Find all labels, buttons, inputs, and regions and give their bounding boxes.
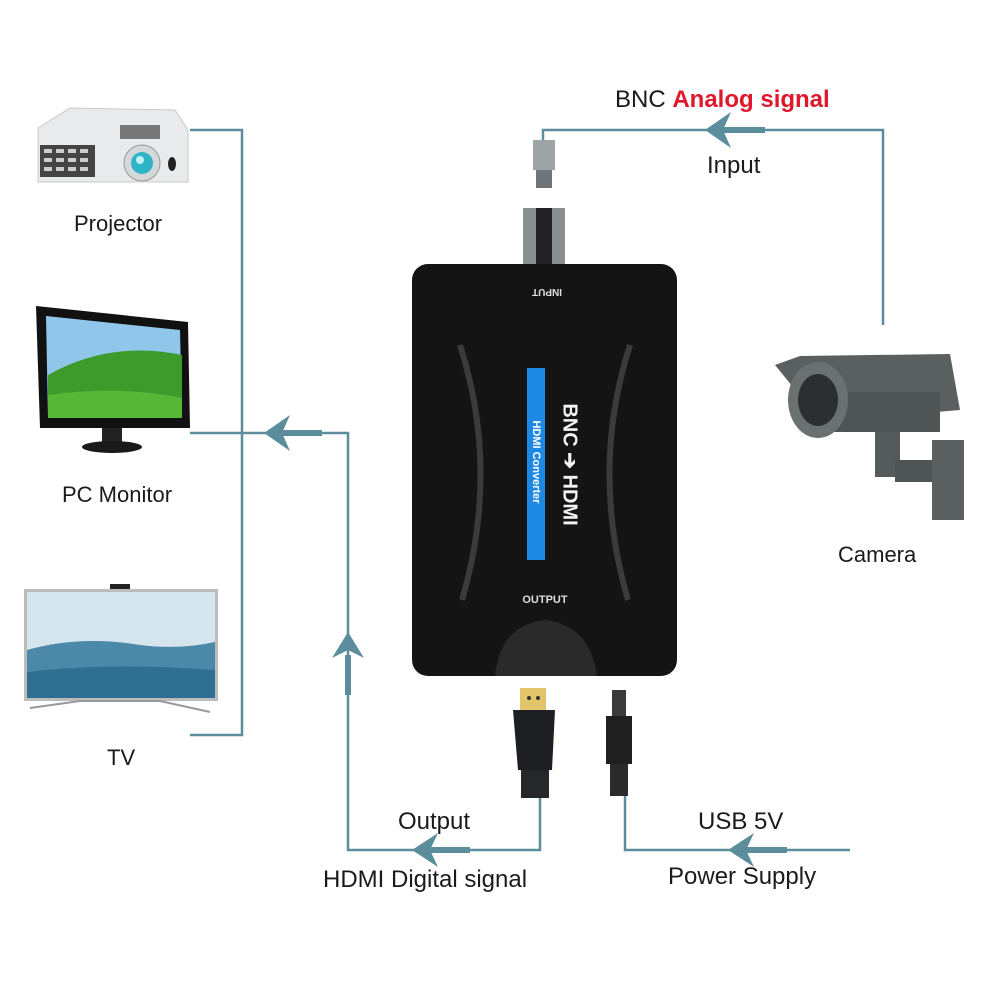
tv-icon — [24, 584, 218, 713]
converter-subtitle: HDMI Converter — [530, 420, 542, 504]
converter-output-port-label: OUTPUT — [522, 594, 568, 606]
arrow-left-icon-power — [728, 833, 787, 867]
camera-label: Camera — [838, 542, 917, 567]
arrow-left-icon-monitor — [264, 415, 322, 451]
converter-input-port-label: INPUT — [532, 286, 562, 297]
output-label: Output — [398, 808, 471, 835]
bnc-jack-icon — [523, 208, 565, 264]
hdmi-plug-icon — [513, 688, 555, 798]
arrow-left-icon-input — [705, 112, 765, 148]
input-label: Input — [707, 152, 761, 179]
tv-label: TV — [107, 745, 136, 770]
dc-plug-icon — [606, 690, 632, 796]
arrow-left-icon-hdmi — [412, 833, 470, 867]
bnc-plug-icon — [533, 140, 555, 188]
arrow-up-icon-hdmi — [332, 632, 364, 695]
converter-body — [412, 264, 677, 676]
projector-label: Projector — [74, 211, 163, 236]
pc-monitor-icon — [36, 306, 190, 453]
hdmi-digital-signal-label: HDMI Digital signal — [323, 866, 528, 893]
analog-signal-heading: BNC Analog signal — [615, 86, 830, 114]
usb-5v-label: USB 5V — [698, 808, 784, 835]
pc-monitor-label: PC Monitor — [62, 482, 173, 507]
projector-icon — [37, 107, 189, 183]
analog-signal-label: Analog signal — [672, 86, 830, 113]
converter-title: BNC ➔ HDMI — [558, 403, 581, 526]
power-supply-label: Power Supply — [668, 863, 817, 890]
camera-icon — [775, 354, 964, 520]
bnc-label: BNC — [615, 86, 666, 113]
